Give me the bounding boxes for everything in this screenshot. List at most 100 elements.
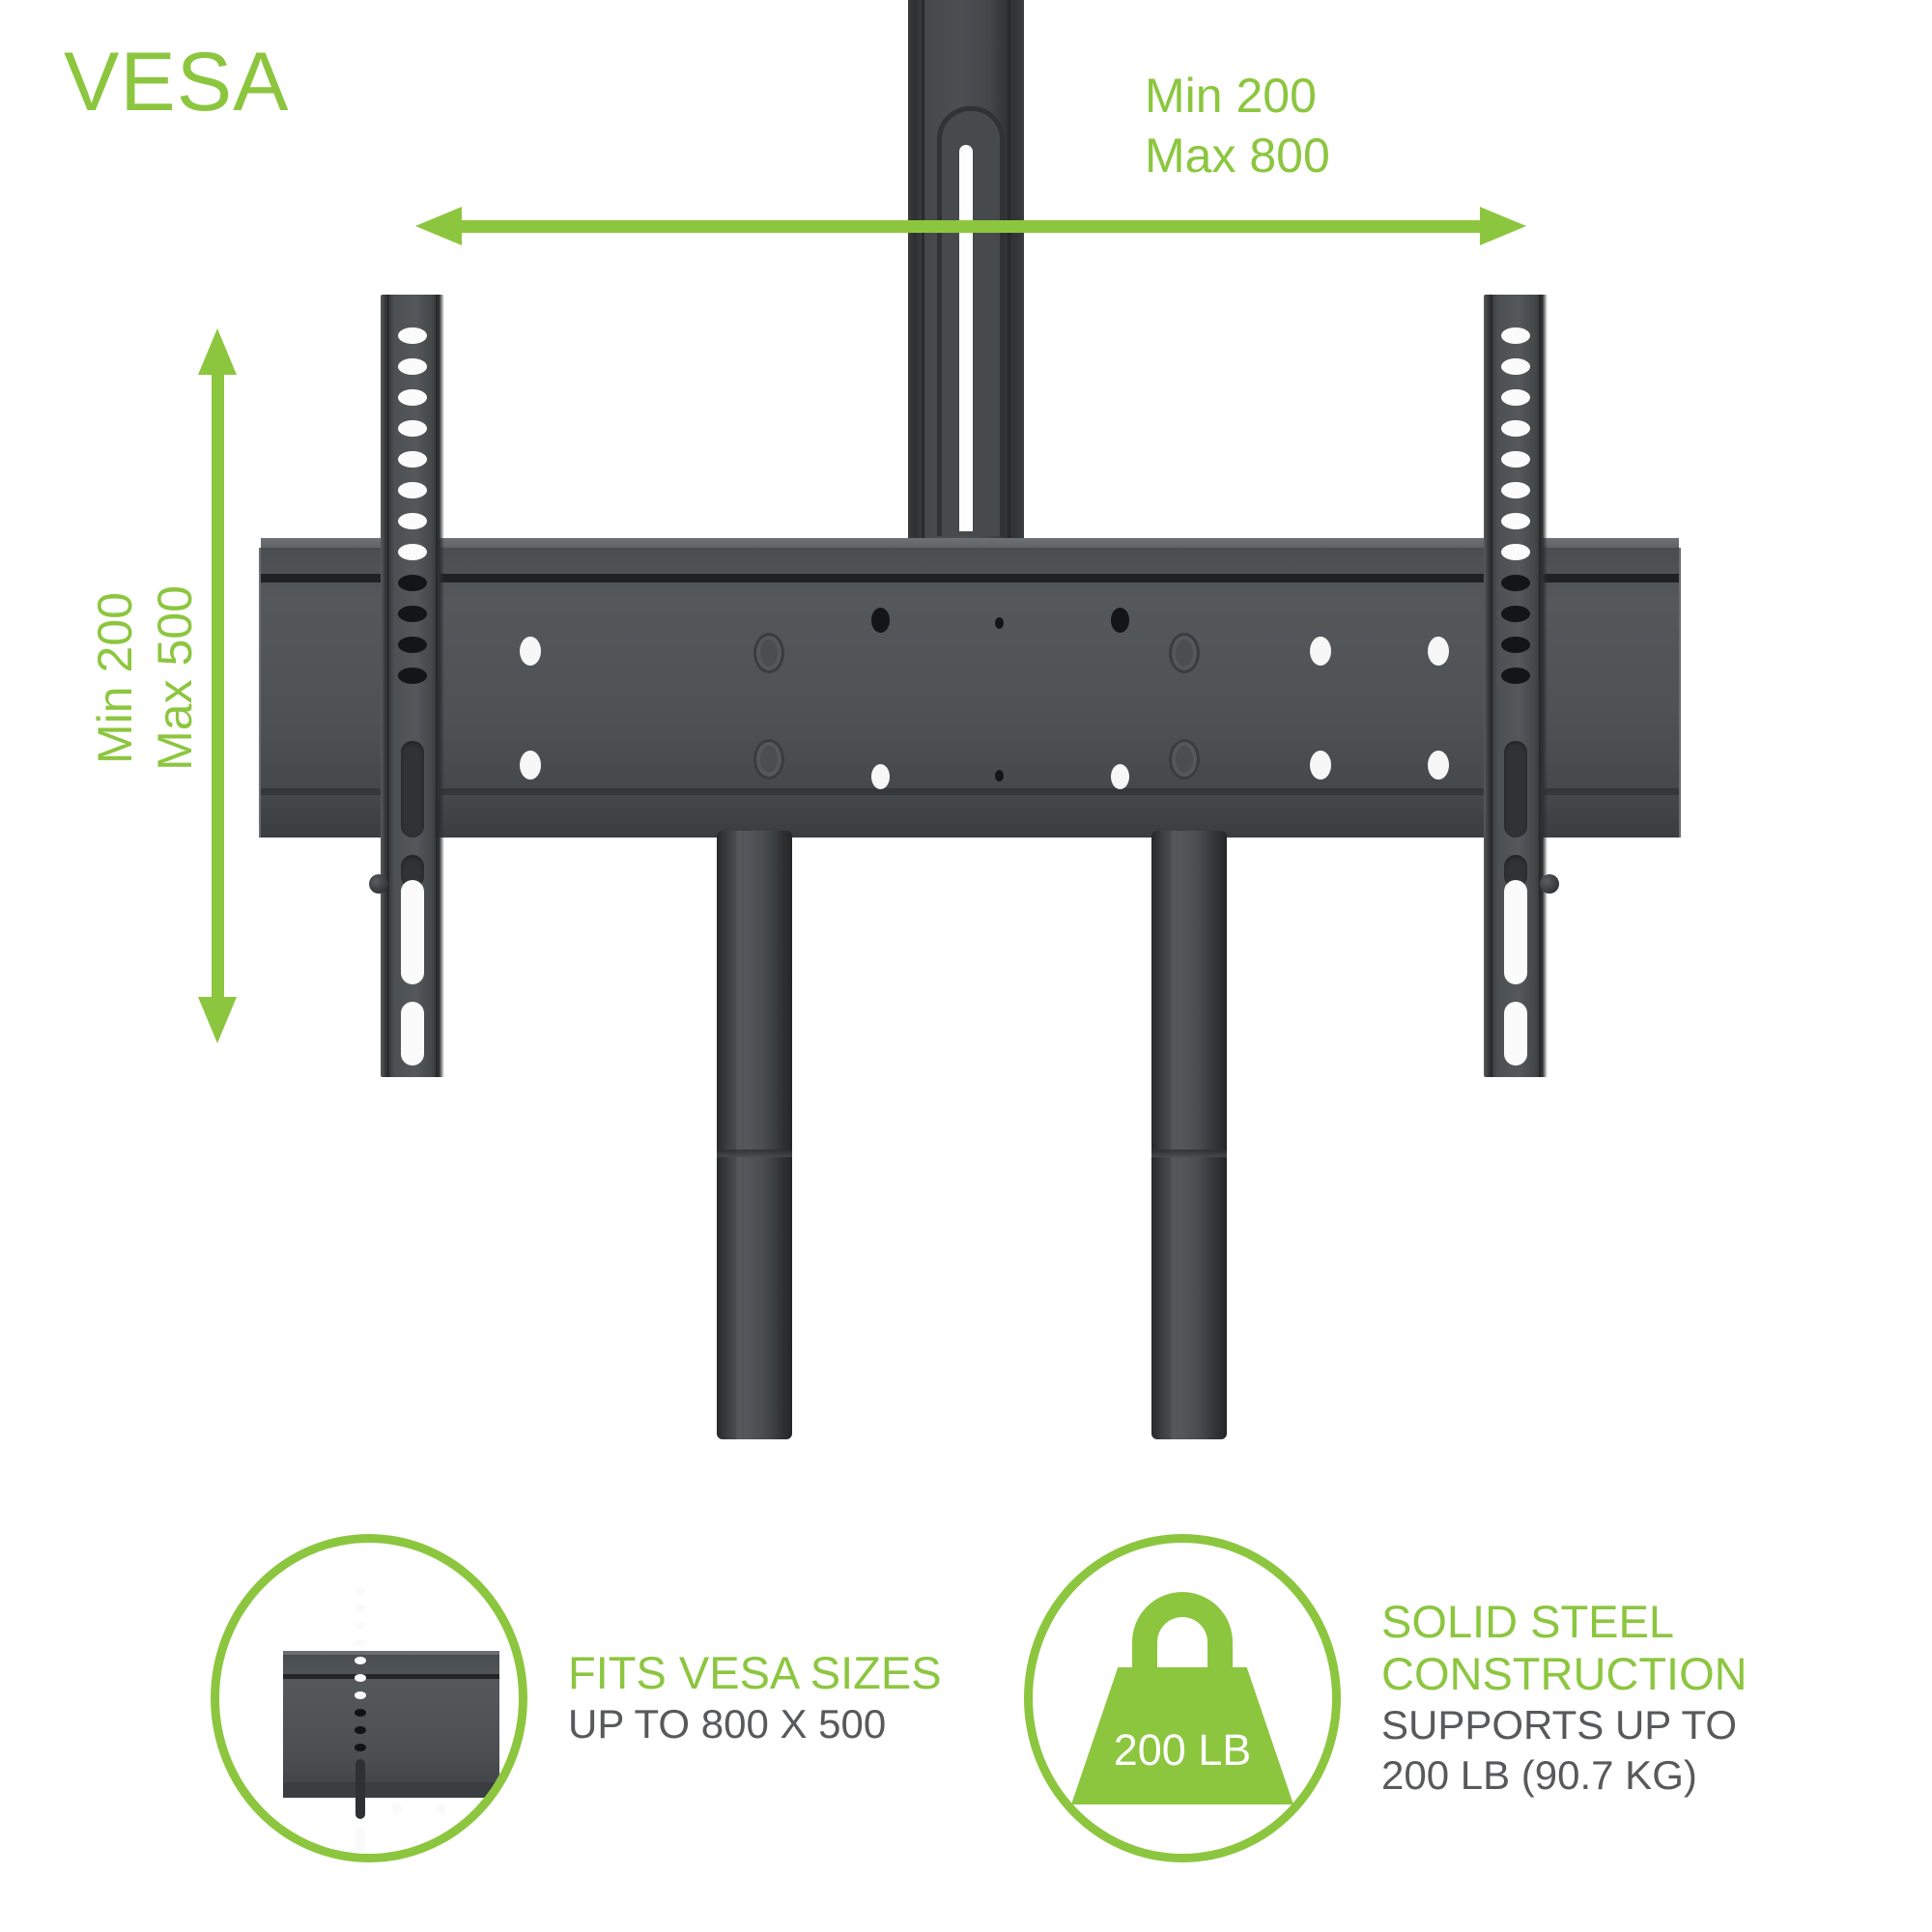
- mount-hole: [1428, 637, 1449, 666]
- product-illustration: [259, 0, 1681, 1439]
- rail-hole: [1501, 451, 1530, 468]
- post-slot: [959, 145, 973, 531]
- rail-edge-right: [1539, 295, 1541, 1077]
- vesa-bracket-icon: [211, 1534, 527, 1862]
- rail-slot: [1504, 741, 1527, 838]
- rail-hole: [1501, 420, 1530, 437]
- mini-rail-hole: [355, 1726, 366, 1734]
- feature-fits-vesa-sizes: FITS VESA SIZES UP TO 800 X 500: [211, 1534, 942, 1862]
- rail-hole: [398, 513, 427, 529]
- rail-hole: [1501, 606, 1530, 622]
- rail-hole: [1501, 358, 1530, 375]
- embossed-boss: [1169, 633, 1200, 673]
- mini-rail-hole: [355, 1657, 366, 1664]
- rail-hole: [398, 668, 427, 684]
- mount-hole: [1310, 637, 1331, 666]
- arrow-shaft: [212, 367, 224, 1005]
- rail-slot: [401, 1002, 424, 1065]
- horizontal-max-label: Max 800: [1145, 128, 1330, 183]
- rail-hole: [398, 327, 427, 344]
- tube-joint: [717, 1150, 792, 1157]
- rail-hole: [398, 358, 427, 375]
- rail-hole: [1501, 327, 1530, 344]
- feature-subline-line2: 200 LB (90.7 KG): [1381, 1752, 1697, 1798]
- mini-crossbar-plate: [283, 1651, 499, 1798]
- mount-hole: [1310, 751, 1331, 780]
- vertical-min-label: Min 200: [88, 592, 142, 764]
- rail-hole: [398, 637, 427, 653]
- right-vertical-rail: [1484, 295, 1559, 1077]
- mini-rail-slot: [355, 1759, 365, 1819]
- rail-slot: [401, 880, 424, 984]
- feature-subline: UP TO 800 X 500: [568, 1701, 887, 1747]
- feature-headline-line1: SOLID STEEL: [1381, 1596, 1674, 1647]
- arrow-head-right: [1480, 207, 1526, 245]
- rail-hole: [398, 451, 427, 468]
- rail-slot: [401, 741, 424, 838]
- mini-rail-hole: [355, 1744, 366, 1751]
- mini-rail-hole: [355, 1674, 366, 1682]
- mini-rail-slot: [355, 1827, 365, 1854]
- left-support-tube: [717, 831, 792, 1439]
- right-support-tube: [1151, 831, 1227, 1439]
- page-title: VESA: [64, 36, 290, 128]
- crossbar-bottom-band: [261, 795, 1679, 838]
- feature-text-block: SOLID STEEL CONSTRUCTION SUPPORTS UP TO …: [1381, 1596, 1747, 1801]
- mini-rail-hole: [355, 1709, 366, 1717]
- mini-groove: [283, 1674, 499, 1679]
- rail-hole: [1501, 544, 1530, 560]
- mount-hole: [520, 751, 541, 780]
- rail-hole: [398, 482, 427, 498]
- mount-hole: [1111, 764, 1129, 789]
- mini-bottom-band: [283, 1782, 499, 1798]
- feature-text-block: FITS VESA SIZES UP TO 800 X 500: [568, 1647, 942, 1749]
- horizontal-min-label: Min 200: [1145, 69, 1317, 123]
- mini-bracket-art: [219, 1543, 519, 1854]
- rail-hole: [398, 606, 427, 622]
- post-edge-right: [1008, 0, 1010, 551]
- mini-rail-hole: [355, 1605, 366, 1612]
- rail-hole: [1501, 575, 1530, 591]
- mount-hole: [871, 764, 890, 789]
- mini-mount-hole: [391, 1804, 402, 1814]
- crossbar-plate: [261, 548, 1679, 838]
- embossed-boss: [753, 633, 784, 673]
- mount-hole: [995, 617, 1004, 629]
- rail-hole: [1501, 482, 1530, 498]
- rail-hole: [398, 389, 427, 406]
- weight-icon-label: 200 LB: [1113, 1725, 1252, 1775]
- weight-icon-art: 200 LB: [1071, 1592, 1293, 1804]
- mini-rail-hole: [355, 1622, 366, 1630]
- weight-icon: 200 LB: [1024, 1534, 1341, 1862]
- tube-highlight: [736, 831, 742, 1439]
- feature-headline: FITS VESA SIZES: [568, 1647, 942, 1698]
- mini-rail-hole: [355, 1639, 366, 1647]
- crossbar-groove-top: [261, 574, 1679, 582]
- mount-hole: [520, 637, 541, 666]
- vertical-dimension-arrow-icon: [198, 328, 237, 1043]
- horizontal-dimension-arrow-icon: [415, 207, 1526, 245]
- rail-slot: [1504, 1002, 1527, 1065]
- rail-hole: [1501, 668, 1530, 684]
- vertical-dimension-label: Min 200 Max 500: [85, 475, 205, 881]
- tube-joint: [1151, 1150, 1227, 1157]
- tube-highlight: [1171, 831, 1177, 1439]
- rail-hole: [1501, 389, 1530, 406]
- center-upright-post: [908, 0, 1024, 551]
- horizontal-dimension-label: Min 200 Max 800: [1145, 66, 1463, 185]
- mount-hole: [1111, 608, 1129, 633]
- post-edge-left: [922, 0, 924, 551]
- vertical-max-label: Max 500: [148, 585, 202, 771]
- mini-screw: [482, 1802, 495, 1814]
- rail-slot: [1504, 880, 1527, 984]
- mount-hole: [1428, 751, 1449, 780]
- mini-rail-hole: [355, 1587, 366, 1595]
- arrow-head-bottom: [198, 997, 237, 1043]
- mount-hole: [871, 608, 890, 633]
- arrow-shaft: [454, 220, 1488, 233]
- rail-hole: [1501, 637, 1530, 653]
- rail-hole: [1501, 513, 1530, 529]
- rail-hole: [398, 575, 427, 591]
- vesa-bracket-icon-inner: [219, 1543, 519, 1854]
